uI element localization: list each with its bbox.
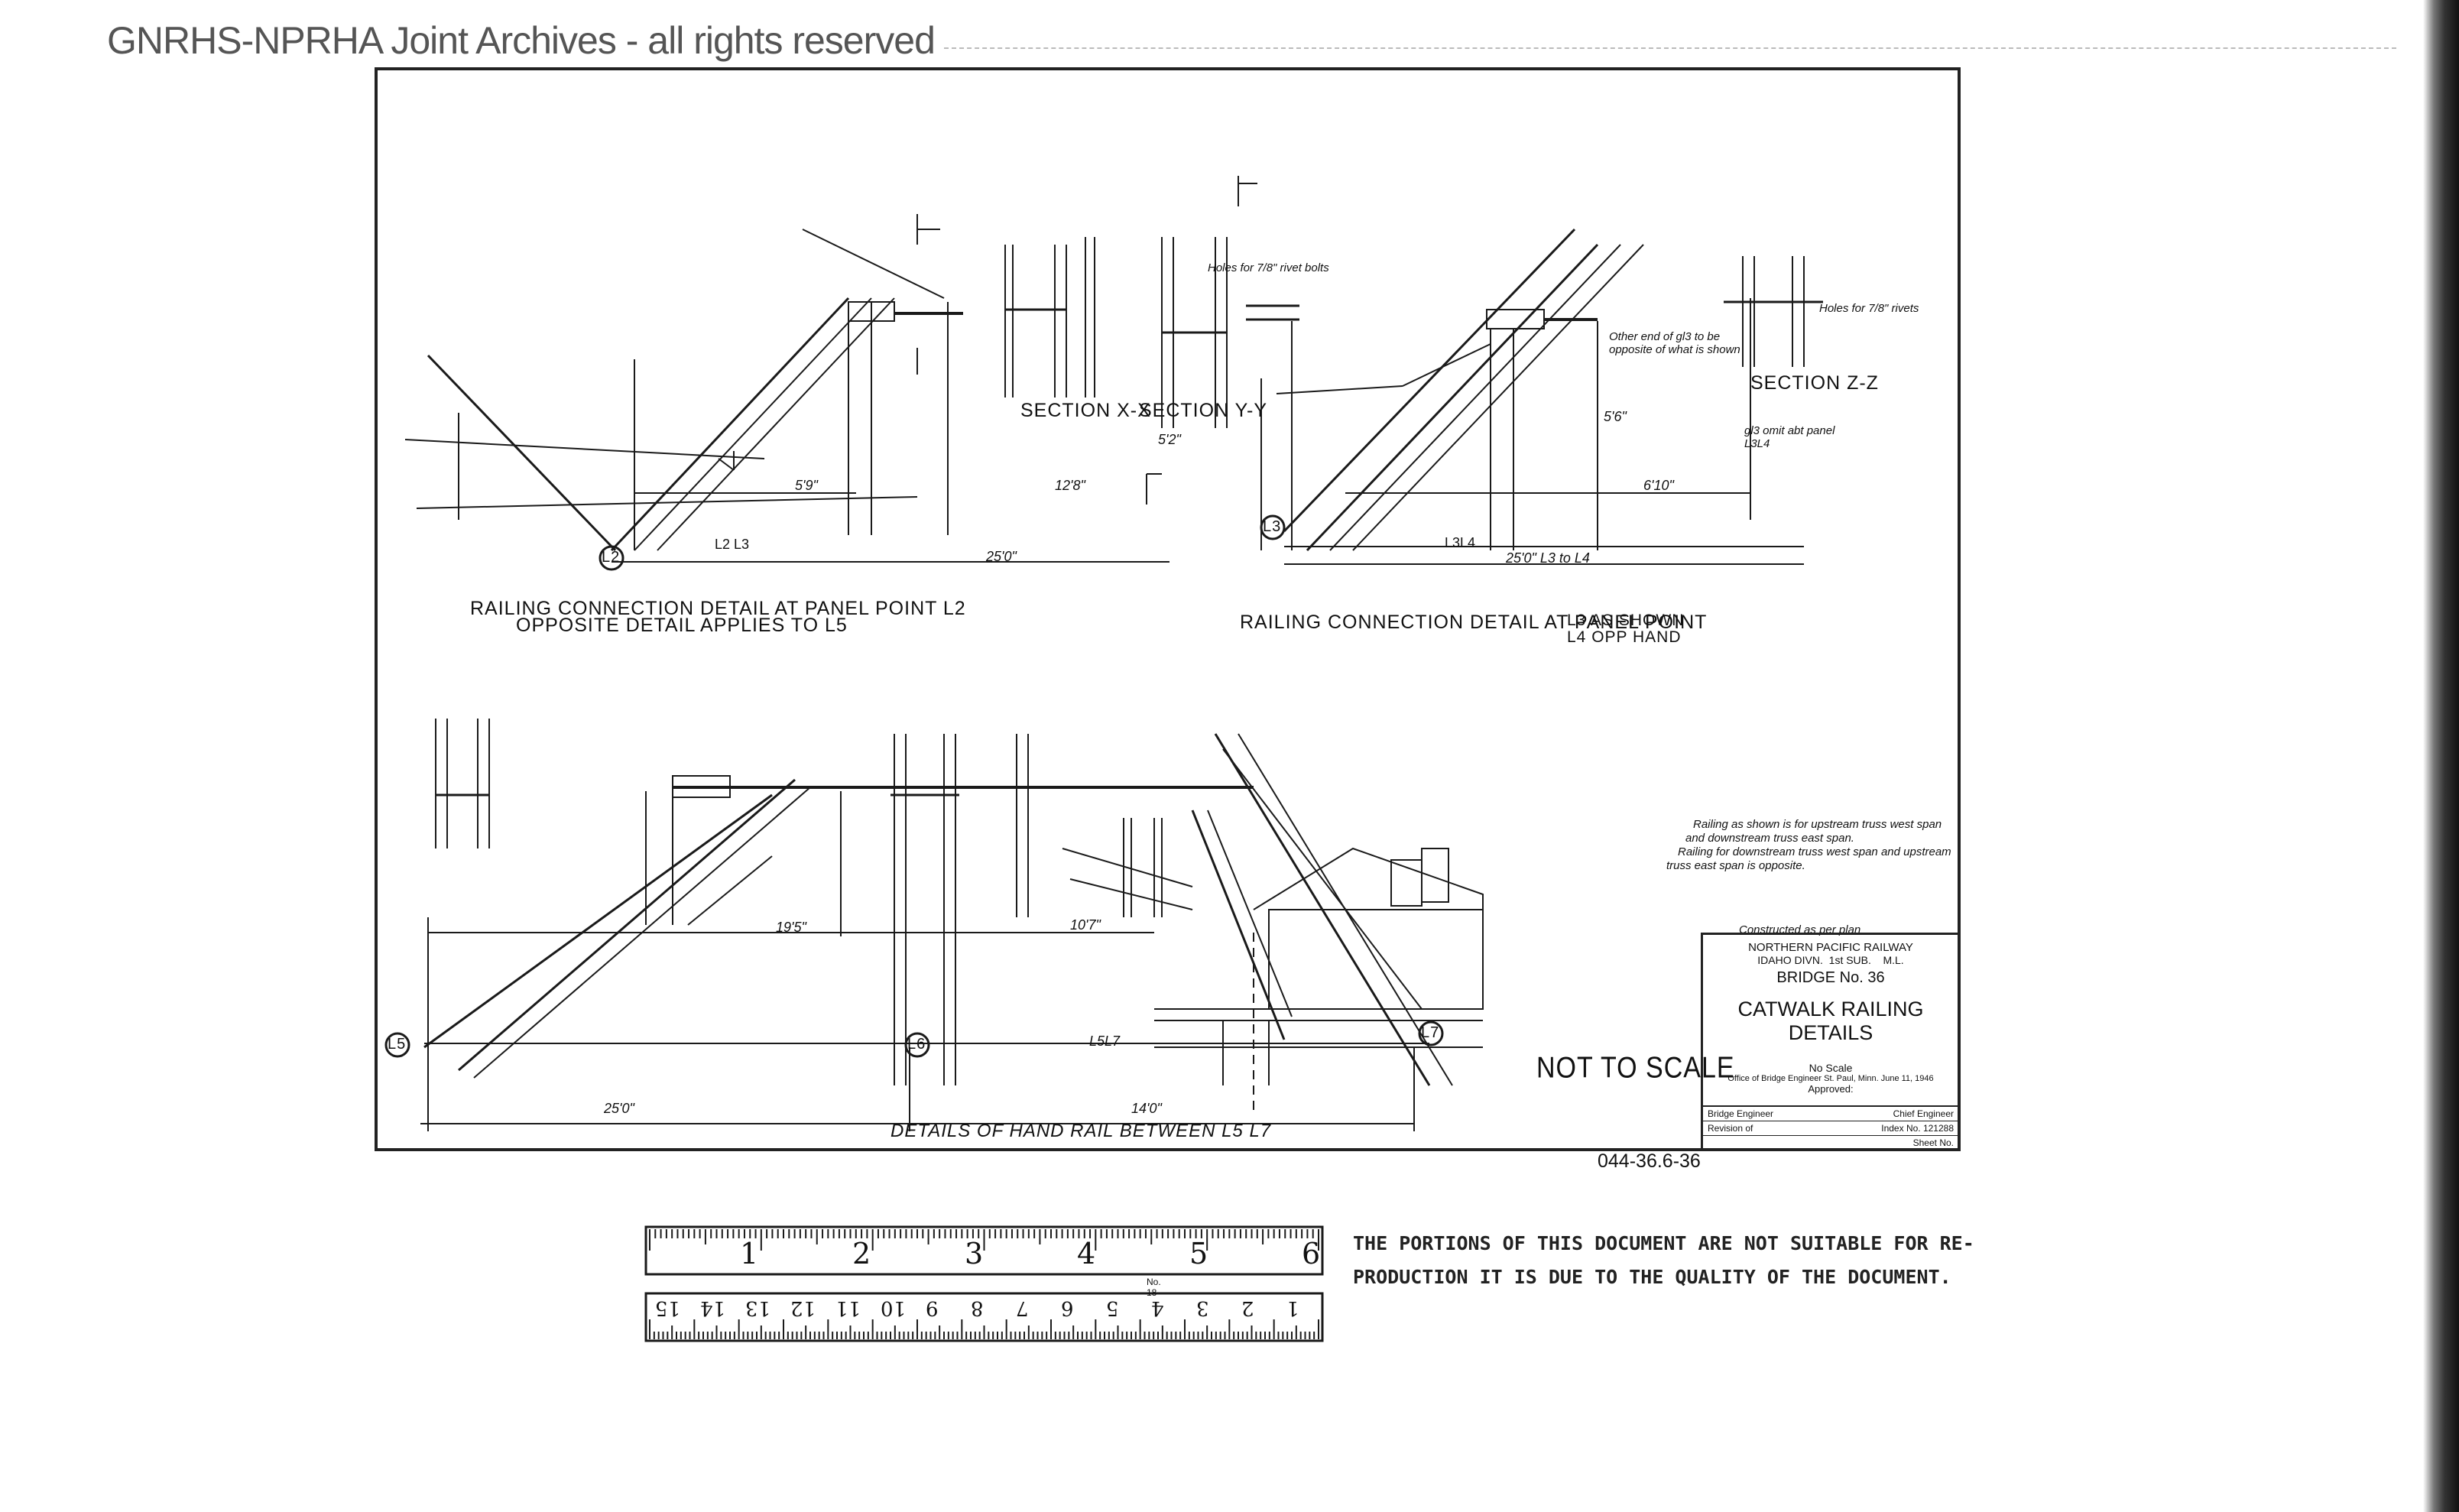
ruler-top-3: 3 <box>965 1237 984 1270</box>
note-holes-bolts: Holes for 7/8" rivet bolts <box>1208 261 1329 274</box>
ruler-bottom-number: 6 <box>1061 1296 1074 1319</box>
note-plate: gl3 omit abt panel L3L4 <box>1744 424 1835 450</box>
railing-note-3: Railing for downstream truss west span a… <box>1678 845 1951 858</box>
member-l5l7: L5L7 <box>1089 1033 1121 1049</box>
ruler-bottom-number: 2 <box>1241 1296 1254 1319</box>
tb-title1: CATWALK RAILING <box>1737 998 1924 1020</box>
tb-engineer-row: Bridge Engineer Chief Engineer <box>1703 1105 1958 1121</box>
ruler-ticks <box>649 1229 1319 1339</box>
ruler-top-5: 5 <box>1189 1237 1208 1270</box>
watermark-rule <box>944 47 2396 49</box>
section-yy <box>1146 176 1299 550</box>
section-yy-label: Section Y-Y <box>1139 400 1267 421</box>
quality-notice-line1: THE PORTIONS OF THIS DOCUMENT ARE NOT SU… <box>1353 1232 1974 1254</box>
dim-d6: 6'10" <box>1643 478 1674 493</box>
dim-d8: 19'5" <box>776 920 806 935</box>
ruler-bottom-number: 7 <box>1016 1296 1029 1319</box>
ruler-bottom-number: 10 <box>881 1296 907 1319</box>
scale-ruler <box>644 1225 1324 1342</box>
tb-revision: Revision of <box>1708 1123 1753 1134</box>
drawing-sheet <box>375 67 1961 1151</box>
tb-bridge: BRIDGE No. 36 <box>1776 969 1885 986</box>
dim-d10: 5'2" <box>1158 432 1181 447</box>
ruler-bottom-number: 4 <box>1151 1296 1164 1319</box>
panel-point-l7: L7 <box>1421 1024 1440 1041</box>
tb-sub: 1st SUB. <box>1828 954 1871 966</box>
tb-office: Office of Bridge Engineer St. Paul, Minn… <box>1727 1074 1934 1083</box>
panel-point-l5: L5 <box>388 1036 407 1053</box>
ruler-bottom-number: 5 <box>1106 1296 1119 1319</box>
quality-notice-line2: PRODUCTION IT IS DUE TO THE QUALITY OF T… <box>1353 1266 1951 1288</box>
ruler-top-2: 2 <box>852 1237 871 1270</box>
not-to-scale-stamp: NOT TO SCALE <box>1536 1051 1735 1085</box>
ruler-bottom-number: 8 <box>971 1296 984 1319</box>
member-l3l4: L3L4 <box>1445 535 1476 550</box>
tb-chief-engineer: Chief Engineer <box>1893 1108 1954 1119</box>
archive-watermark: GNRHS-NPRHA Joint Archives - all rights … <box>107 19 936 62</box>
panel-point-l6: L6 <box>907 1036 926 1053</box>
caption-l2-sub: Opposite Detail Applies to L5 <box>516 615 848 636</box>
ruler-bottom-number: 15 <box>655 1296 681 1319</box>
ruler-bottom-numbers: 15 14 13 12 11 10 9 8 7 6 5 4 3 2 1 <box>646 1296 1322 1327</box>
ruler-bottom-number: 1 <box>1286 1296 1299 1319</box>
dim-d9: 5'9" <box>795 478 818 493</box>
ruler-bottom-number: 11 <box>835 1296 861 1319</box>
caption-l2: Railing Connection Detail at Panel Point… <box>470 598 966 619</box>
tb-approved: Approved: <box>1808 1083 1854 1095</box>
rail-line <box>404 439 765 459</box>
tb-division: IDAHO DIVN. <box>1757 954 1823 966</box>
ruler-bottom-number: 9 <box>926 1296 939 1319</box>
dim-d3: 25'0" <box>604 1101 634 1116</box>
dim-d1: 25'0" <box>986 549 1017 564</box>
tb-index: Index No. 121288 <box>1881 1123 1954 1134</box>
section-xx <box>1004 237 1095 397</box>
drawing-number: 044-36.6-36 <box>1598 1150 1701 1172</box>
ruler-top-1: 1 <box>740 1237 759 1270</box>
dim-d2: 25'0" L3 to L4 <box>1506 550 1590 566</box>
tb-title2: DETAILS <box>1788 1021 1873 1044</box>
detail-l2 <box>404 214 1169 571</box>
ruler-top-4: 4 <box>1077 1237 1096 1270</box>
caption-l3-pp2: L4 opp hand <box>1567 628 1682 646</box>
section-xx-label: Section X-X <box>1020 400 1151 421</box>
dim-d11: 5'6" <box>1604 409 1627 424</box>
ruler-bottom-number: 14 <box>700 1296 726 1319</box>
ruler-label: No. 18 <box>1147 1277 1161 1298</box>
title-block: NORTHERN PACIFIC RAILWAY IDAHO DIVN. 1st… <box>1701 933 1961 1151</box>
tb-revision-row: Revision of Index No. 121288 <box>1703 1121 1958 1135</box>
dim-d4: 14'0" <box>1131 1101 1162 1116</box>
member-l2l3: L2 L3 <box>715 537 750 552</box>
tb-scale: No Scale <box>1809 1062 1853 1074</box>
detail-l3 <box>1260 228 1823 565</box>
ruler-bottom-number: 12 <box>790 1296 816 1319</box>
tb-sheet: Sheet No. <box>1912 1137 1954 1148</box>
tb-ml: M.L. <box>1883 954 1904 966</box>
dim-d7: 10'7" <box>1070 917 1101 933</box>
ruler-top-6: 6 <box>1302 1237 1321 1270</box>
note-holes-rivets: Holes for 7/8" rivets <box>1819 302 1919 315</box>
caption-hand-rail: Details of Hand Rail between L5 L7 <box>890 1121 1272 1141</box>
tb-division-line: IDAHO DIVN. 1st SUB. M.L. <box>1703 954 1958 966</box>
tb-railway: NORTHERN PACIFIC RAILWAY <box>1748 941 1913 954</box>
panel-point-l2: L2 <box>602 549 621 566</box>
caption-l3-pp1: L3 as shown <box>1567 612 1685 629</box>
section-zz-label: Section Z-Z <box>1750 372 1879 394</box>
tb-bridge-engineer: Bridge Engineer <box>1708 1108 1774 1119</box>
ruler-bottom-number: 13 <box>745 1296 771 1319</box>
quality-notice: THE PORTIONS OF THIS DOCUMENT ARE NOT SU… <box>1353 1227 1995 1294</box>
caption-l3: Railing Connection Detail at Panel Point <box>1240 612 1708 633</box>
dim-d5: 12'8" <box>1055 478 1085 493</box>
railing-note-2: and downstream truss east span. <box>1685 832 1854 845</box>
detail-hand-rail <box>384 719 1484 1131</box>
tb-sheet-row: Sheet No. <box>1703 1135 1958 1150</box>
panel-point-l3: L3 <box>1263 518 1282 535</box>
scan-edge <box>2423 0 2459 1512</box>
note-other-end: Other end of gl3 to be opposite of what … <box>1609 330 1740 356</box>
railing-note-1: Railing as shown is for upstream truss w… <box>1693 818 1942 831</box>
railing-note-4: truss east span is opposite. <box>1666 859 1805 872</box>
ruler-bottom-number: 3 <box>1196 1296 1209 1319</box>
